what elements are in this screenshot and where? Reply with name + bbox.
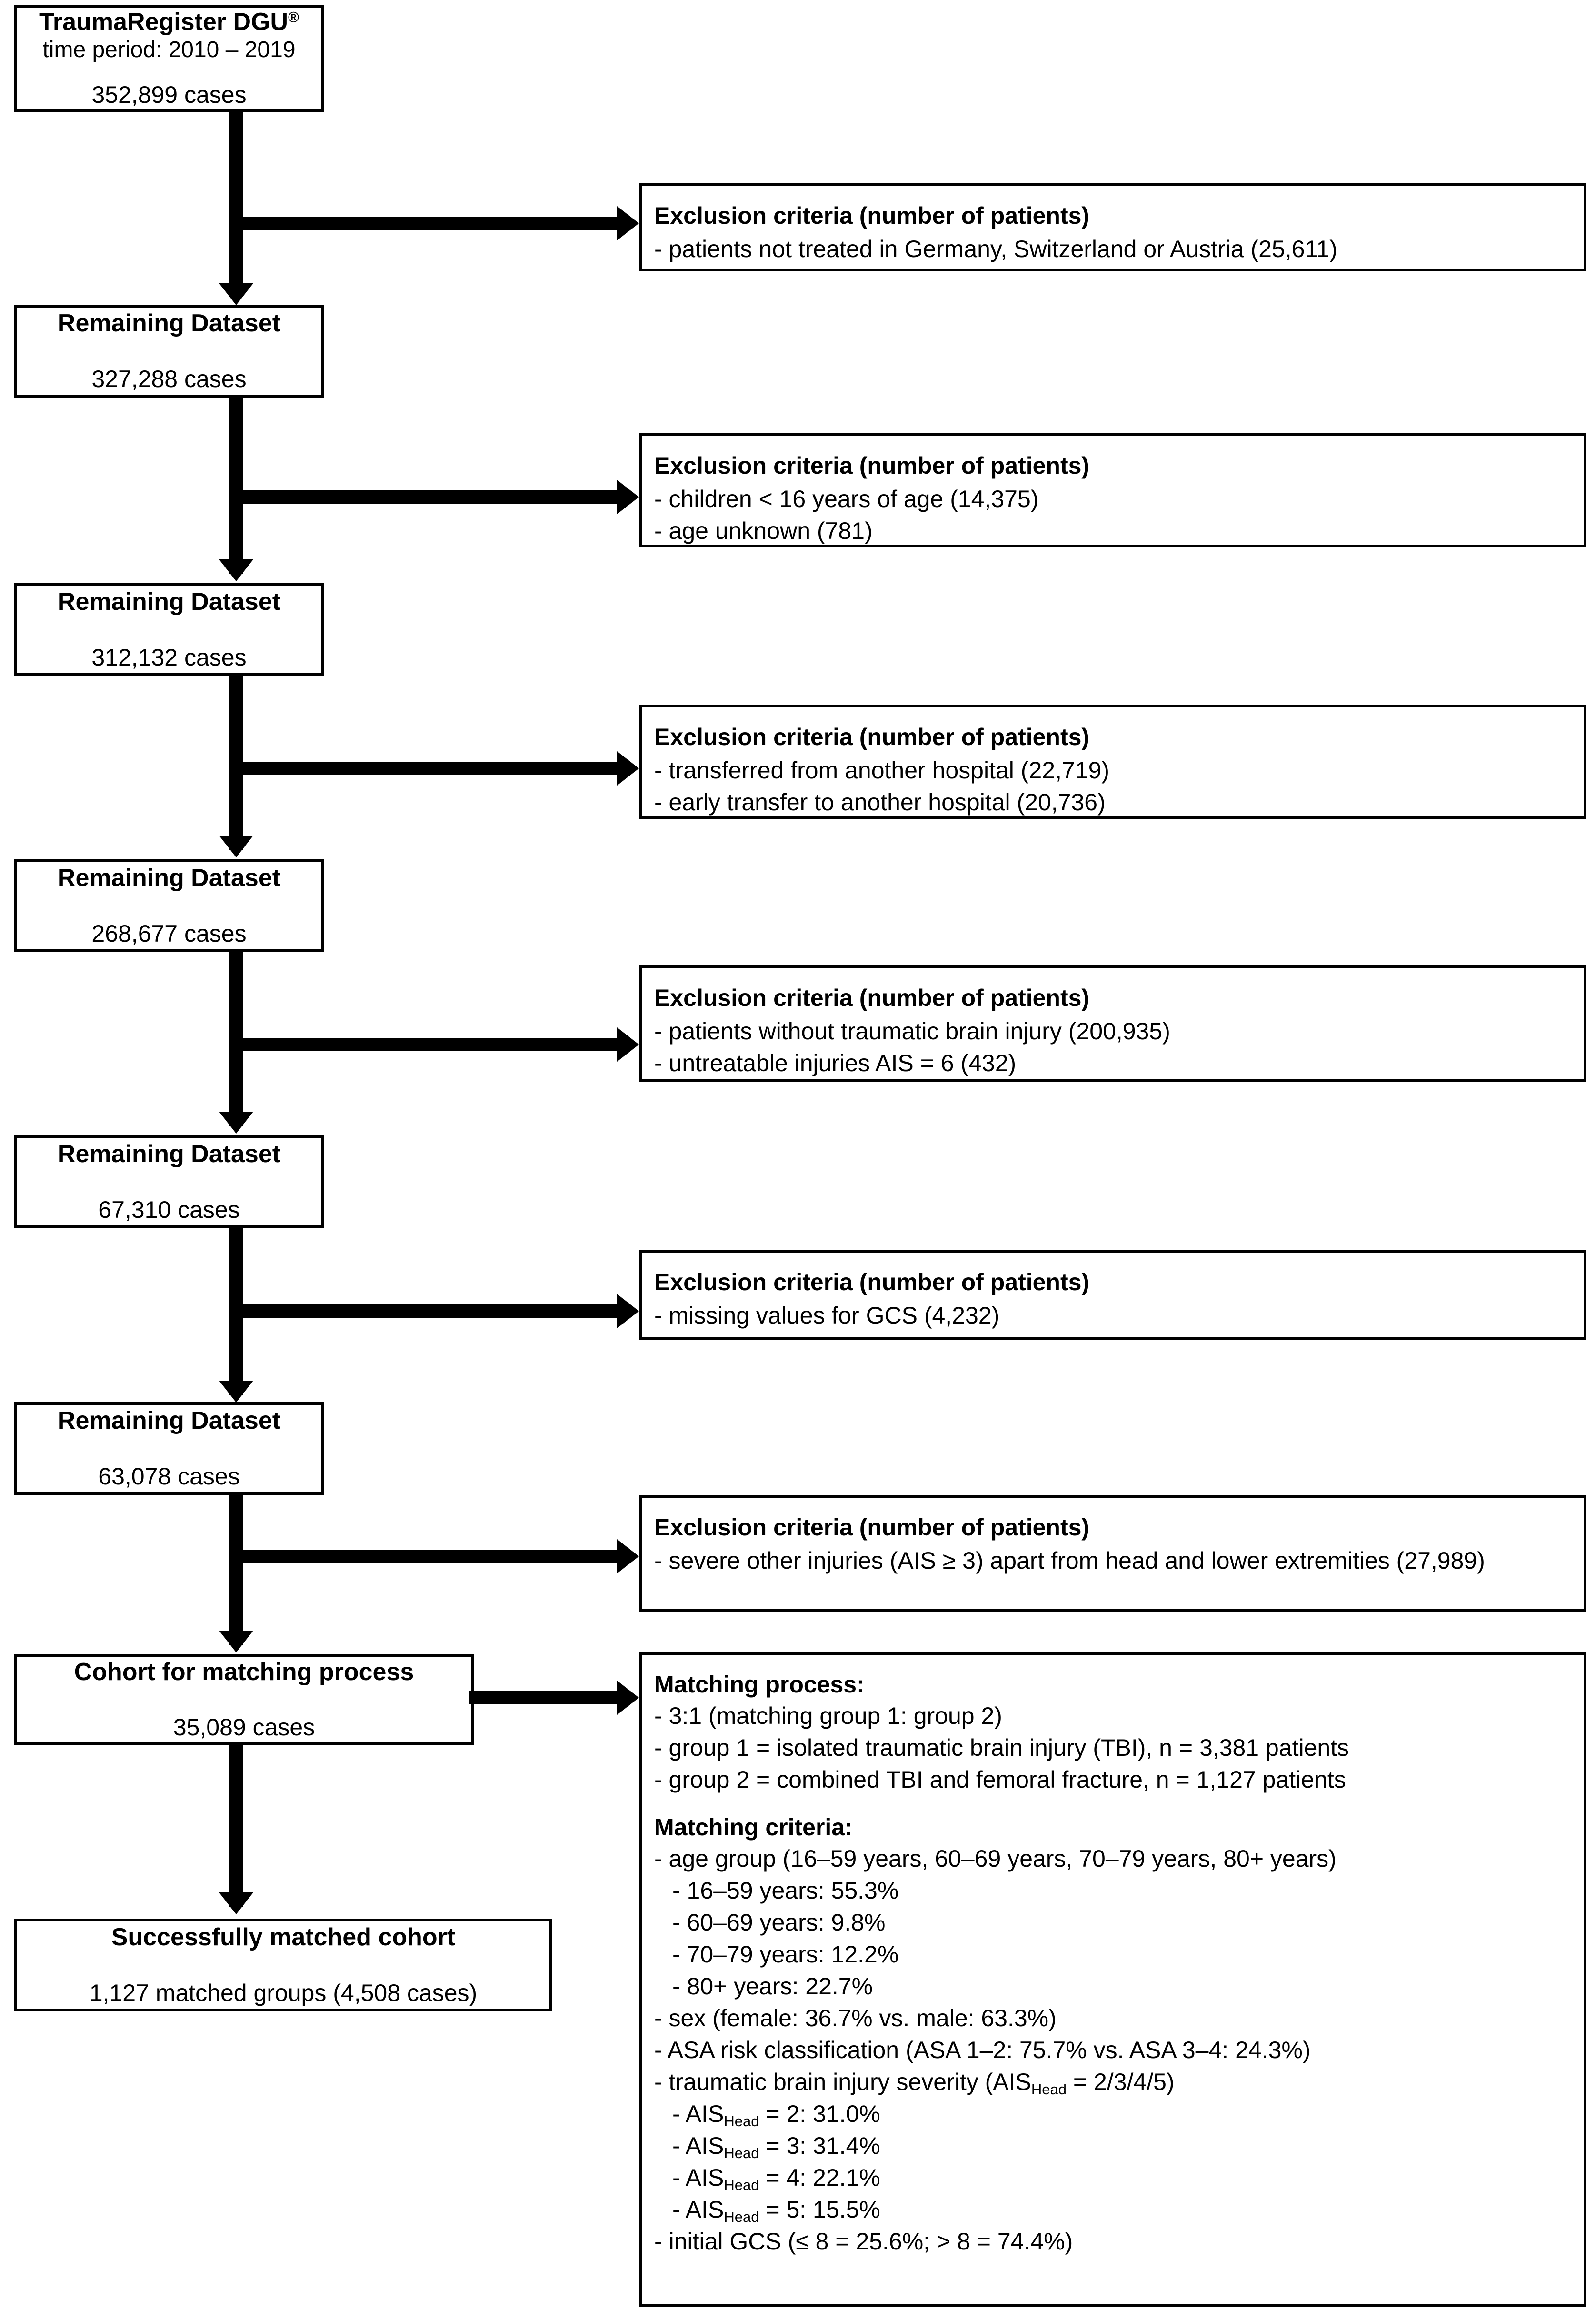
criteria-asa: - ASA risk classification (ASA 1–2: 75.7…	[654, 2037, 1311, 2063]
matching-process-item: - 3:1 (matching group 1: group 2)	[654, 1702, 1002, 1729]
connector-arrow-down-2	[219, 559, 253, 581]
matching-process-item: - group 2 = combined TBI and femoral fra…	[654, 1766, 1346, 1793]
connector-arrow-right-4	[617, 1027, 639, 1062]
criteria-age-bucket: - 70–79 years: 12.2%	[672, 1941, 899, 1968]
exclusion-heading: Exclusion criteria (number of patients)	[654, 1514, 1090, 1541]
node-cohort-box: Cohort for matching process 35,089 cases	[14, 1654, 474, 1745]
connector-line-1	[229, 112, 243, 297]
subscript-head: Head	[1031, 2080, 1067, 2098]
connector-branch-2	[236, 490, 617, 504]
connector-branch-6	[236, 1550, 617, 1563]
node-remaining4-title: Remaining Dataset	[57, 1140, 281, 1168]
criteria-age-bucket: - 60–69 years: 9.8%	[672, 1909, 886, 1936]
connector-arrow-right-5	[617, 1294, 639, 1328]
node-remaining3-title: Remaining Dataset	[57, 864, 281, 892]
criteria-ais-bucket: - AISHead = 4: 22.1%	[672, 2164, 880, 2193]
exclusion-heading: Exclusion criteria (number of patients)	[654, 724, 1090, 750]
exclusion-box-6: Exclusion criteria (number of patients) …	[639, 1495, 1586, 1612]
connector-line-7	[229, 1745, 243, 1907]
subscript-head: Head	[724, 2208, 759, 2225]
node-source-title: TraumaRegister DGU®	[39, 8, 299, 36]
criteria-ais-bucket: - AISHead = 3: 31.4%	[672, 2132, 880, 2161]
node-source-subtitle: time period: 2010 – 2019	[42, 37, 296, 63]
criteria-tbi-severity: - traumatic brain injury severity (AISHe…	[654, 2069, 1175, 2098]
node-remaining3-box: Remaining Dataset 268,677 cases	[14, 859, 324, 952]
node-remaining4-box: Remaining Dataset 67,310 cases	[14, 1135, 324, 1228]
connector-arrow-down-5	[219, 1381, 253, 1403]
connector-arrow-down-4	[219, 1112, 253, 1134]
matching-process-item: - group 1 = isolated traumatic brain inj…	[654, 1734, 1349, 1761]
exclusion-heading: Exclusion criteria (number of patients)	[654, 985, 1090, 1011]
matching-process-heading: Matching process:	[654, 1671, 865, 1698]
node-source-value: 352,899 cases	[91, 81, 247, 108]
subscript-head: Head	[724, 2144, 759, 2161]
node-cohort-title: Cohort for matching process	[74, 1658, 414, 1686]
criteria-ais-bucket: - AISHead = 2: 31.0%	[672, 2100, 880, 2130]
criteria-age-bucket: - 80+ years: 22.7%	[672, 1973, 873, 2000]
connector-arrow-right-7	[617, 1681, 639, 1715]
node-remaining1-value: 327,288 cases	[91, 365, 247, 392]
criteria-ais-bucket: - AISHead = 5: 15.5%	[672, 2196, 880, 2225]
exclusion-heading: Exclusion criteria (number of patients)	[654, 202, 1090, 229]
exclusion-item: - missing values for GCS (4,232)	[654, 1302, 1000, 1329]
connector-branch-5	[236, 1304, 617, 1318]
exclusion-box-5: Exclusion criteria (number of patients) …	[639, 1250, 1586, 1340]
node-cohort-value: 35,089 cases	[173, 1714, 315, 1741]
connector-arrow-right-1	[617, 206, 639, 240]
connector-branch-7	[469, 1691, 619, 1704]
criteria-age-group: - age group (16–59 years, 60–69 years, 7…	[654, 1845, 1337, 1872]
criteria-sex: - sex (female: 36.7% vs. male: 63.3%)	[654, 2005, 1057, 2031]
criteria-age-bucket: - 16–59 years: 55.3%	[672, 1877, 899, 1904]
exclusion-item: - patients without traumatic brain injur…	[654, 1018, 1170, 1045]
connector-line-6	[229, 1495, 243, 1645]
connector-arrow-down-3	[219, 836, 253, 857]
node-matched-value: 1,127 matched groups (4,508 cases)	[89, 1979, 478, 2006]
node-remaining5-value: 63,078 cases	[98, 1463, 240, 1490]
exclusion-heading: Exclusion criteria (number of patients)	[654, 1269, 1090, 1295]
node-remaining5-box: Remaining Dataset 63,078 cases	[14, 1402, 324, 1495]
connector-arrow-down-6	[219, 1631, 253, 1652]
connector-arrow-right-3	[617, 751, 639, 786]
section-spacer	[654, 1796, 1571, 1812]
node-matched-title: Successfully matched cohort	[111, 1923, 456, 1951]
exclusion-heading: Exclusion criteria (number of patients)	[654, 452, 1090, 479]
exclusion-item: - transferred from another hospital (22,…	[654, 757, 1110, 784]
exclusion-item: - early transfer to another hospital (20…	[654, 789, 1106, 816]
exclusion-item: - patients not treated in Germany, Switz…	[654, 236, 1337, 262]
connector-line-2	[229, 398, 243, 574]
connector-arrow-right-2	[617, 480, 639, 514]
node-remaining4-value: 67,310 cases	[98, 1196, 240, 1223]
node-remaining2-value: 312,132 cases	[91, 644, 247, 671]
node-remaining2-box: Remaining Dataset 312,132 cases	[14, 583, 324, 676]
criteria-gcs: - initial GCS (≤ 8 = 25.6%; > 8 = 74.4%)	[654, 2228, 1073, 2255]
exclusion-item: - untreatable injuries AIS = 6 (432)	[654, 1050, 1017, 1076]
node-source-box: TraumaRegister DGU® time period: 2010 – …	[14, 5, 324, 112]
connector-arrow-down-7	[219, 1892, 253, 1914]
connector-branch-3	[236, 762, 617, 775]
connector-branch-4	[236, 1038, 617, 1051]
exclusion-item: - severe other injuries (AIS ≥ 3) apart …	[654, 1547, 1485, 1574]
connector-branch-1	[236, 217, 617, 230]
connector-arrow-right-6	[617, 1539, 639, 1573]
exclusion-item: - age unknown (781)	[654, 518, 873, 544]
registered-trademark-icon: ®	[288, 9, 299, 26]
subscript-head: Head	[724, 2112, 759, 2130]
node-remaining5-title: Remaining Dataset	[57, 1407, 281, 1435]
node-remaining1-title: Remaining Dataset	[57, 309, 281, 338]
node-remaining1-box: Remaining Dataset 327,288 cases	[14, 305, 324, 398]
exclusion-box-1: Exclusion criteria (number of patients) …	[639, 183, 1586, 271]
subscript-head: Head	[724, 2176, 759, 2193]
exclusion-box-2: Exclusion criteria (number of patients) …	[639, 433, 1586, 547]
exclusion-box-3: Exclusion criteria (number of patients) …	[639, 705, 1586, 819]
node-remaining3-value: 268,677 cases	[91, 920, 247, 947]
matching-criteria-heading: Matching criteria:	[654, 1814, 853, 1841]
exclusion-item: - children < 16 years of age (14,375)	[654, 486, 1039, 512]
exclusion-box-4: Exclusion criteria (number of patients) …	[639, 965, 1586, 1082]
node-remaining2-title: Remaining Dataset	[57, 588, 281, 616]
connector-arrow-down-1	[219, 283, 253, 305]
node-matched-box: Successfully matched cohort 1,127 matche…	[14, 1919, 552, 2011]
matching-details-box: Matching process: - 3:1 (matching group …	[639, 1652, 1586, 2307]
